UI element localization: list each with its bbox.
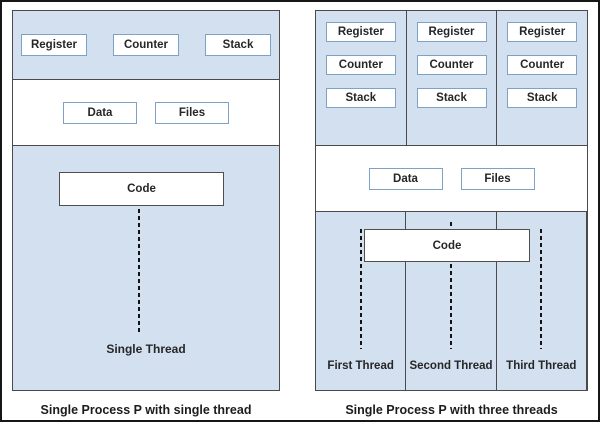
thread2-label: Second Thread <box>409 360 493 372</box>
thread3-cpu-column: Register Counter Stack <box>497 11 587 145</box>
register-label: Register <box>30 39 78 51</box>
register-box: Register <box>21 34 87 56</box>
register-label: Register <box>428 26 475 38</box>
memory-band: Data Files <box>316 146 587 212</box>
data-box: Data <box>63 101 137 124</box>
counter-box: Counter <box>416 55 487 75</box>
left-caption: Single Process P with single thread <box>40 403 252 417</box>
stack-box: Stack <box>205 34 271 56</box>
single-thread-label: Single Thread <box>106 342 186 356</box>
thread1-dashed-line <box>359 229 362 349</box>
data-label: Data <box>393 172 418 185</box>
memory-band: Data Files <box>13 80 279 146</box>
stack-box: Stack <box>507 88 578 108</box>
files-label: Files <box>484 172 511 185</box>
register-label: Register <box>337 26 384 38</box>
files-box: Files <box>155 101 229 124</box>
thread2-cpu-column: Register Counter Stack <box>407 11 498 145</box>
stack-label: Stack <box>526 92 558 104</box>
stack-label: Stack <box>345 92 377 104</box>
code-label: Code <box>127 183 156 195</box>
stack-label: Stack <box>436 92 467 104</box>
right-caption: Single Process P with three threads <box>345 403 558 417</box>
single-thread-dashed-line <box>138 209 140 333</box>
register-box: Register <box>507 22 578 42</box>
thread3-column: Third Thread <box>497 212 587 390</box>
register-label: Register <box>519 26 566 38</box>
thread1-cpu-column: Register Counter Stack <box>316 11 407 145</box>
files-label: Files <box>178 106 206 119</box>
code-label: Code <box>432 239 462 252</box>
counter-label: Counter <box>429 59 474 71</box>
register-box: Register <box>416 22 487 42</box>
register-box: Register <box>325 22 396 42</box>
per-thread-cpu-band: Register Counter Stack Register Counter … <box>316 11 587 146</box>
counter-label: Counter <box>338 59 383 71</box>
code-band: Code Single Thread <box>13 146 279 390</box>
files-box: Files <box>460 167 535 190</box>
counter-box: Counter <box>113 34 179 56</box>
thread1-label: First Thread <box>327 360 394 372</box>
cpu-state-band: Register Counter Stack <box>13 11 279 80</box>
code-box: Code <box>364 229 530 262</box>
data-box: Data <box>368 167 443 190</box>
counter-box: Counter <box>325 55 396 75</box>
single-thread-process-box: Register Counter Stack Data Files Code S… <box>12 10 280 391</box>
thread1-column: First Thread <box>316 212 407 390</box>
thread2-dashed-line <box>449 222 452 349</box>
thread2-column: Second Thread <box>406 212 497 390</box>
stack-box: Stack <box>325 88 396 108</box>
counter-label: Counter <box>520 59 565 71</box>
threads-band: First Thread Second Thread Third Thread … <box>316 212 587 390</box>
counter-box: Counter <box>507 55 578 75</box>
code-box: Code <box>59 172 224 206</box>
counter-label: Counter <box>123 39 169 51</box>
three-thread-process-box: Register Counter Stack Register Counter … <box>315 10 588 391</box>
stack-box: Stack <box>416 88 487 108</box>
data-label: Data <box>87 106 113 119</box>
thread3-dashed-line <box>540 229 543 349</box>
thread3-label: Third Thread <box>506 360 577 372</box>
stack-label: Stack <box>222 39 254 51</box>
